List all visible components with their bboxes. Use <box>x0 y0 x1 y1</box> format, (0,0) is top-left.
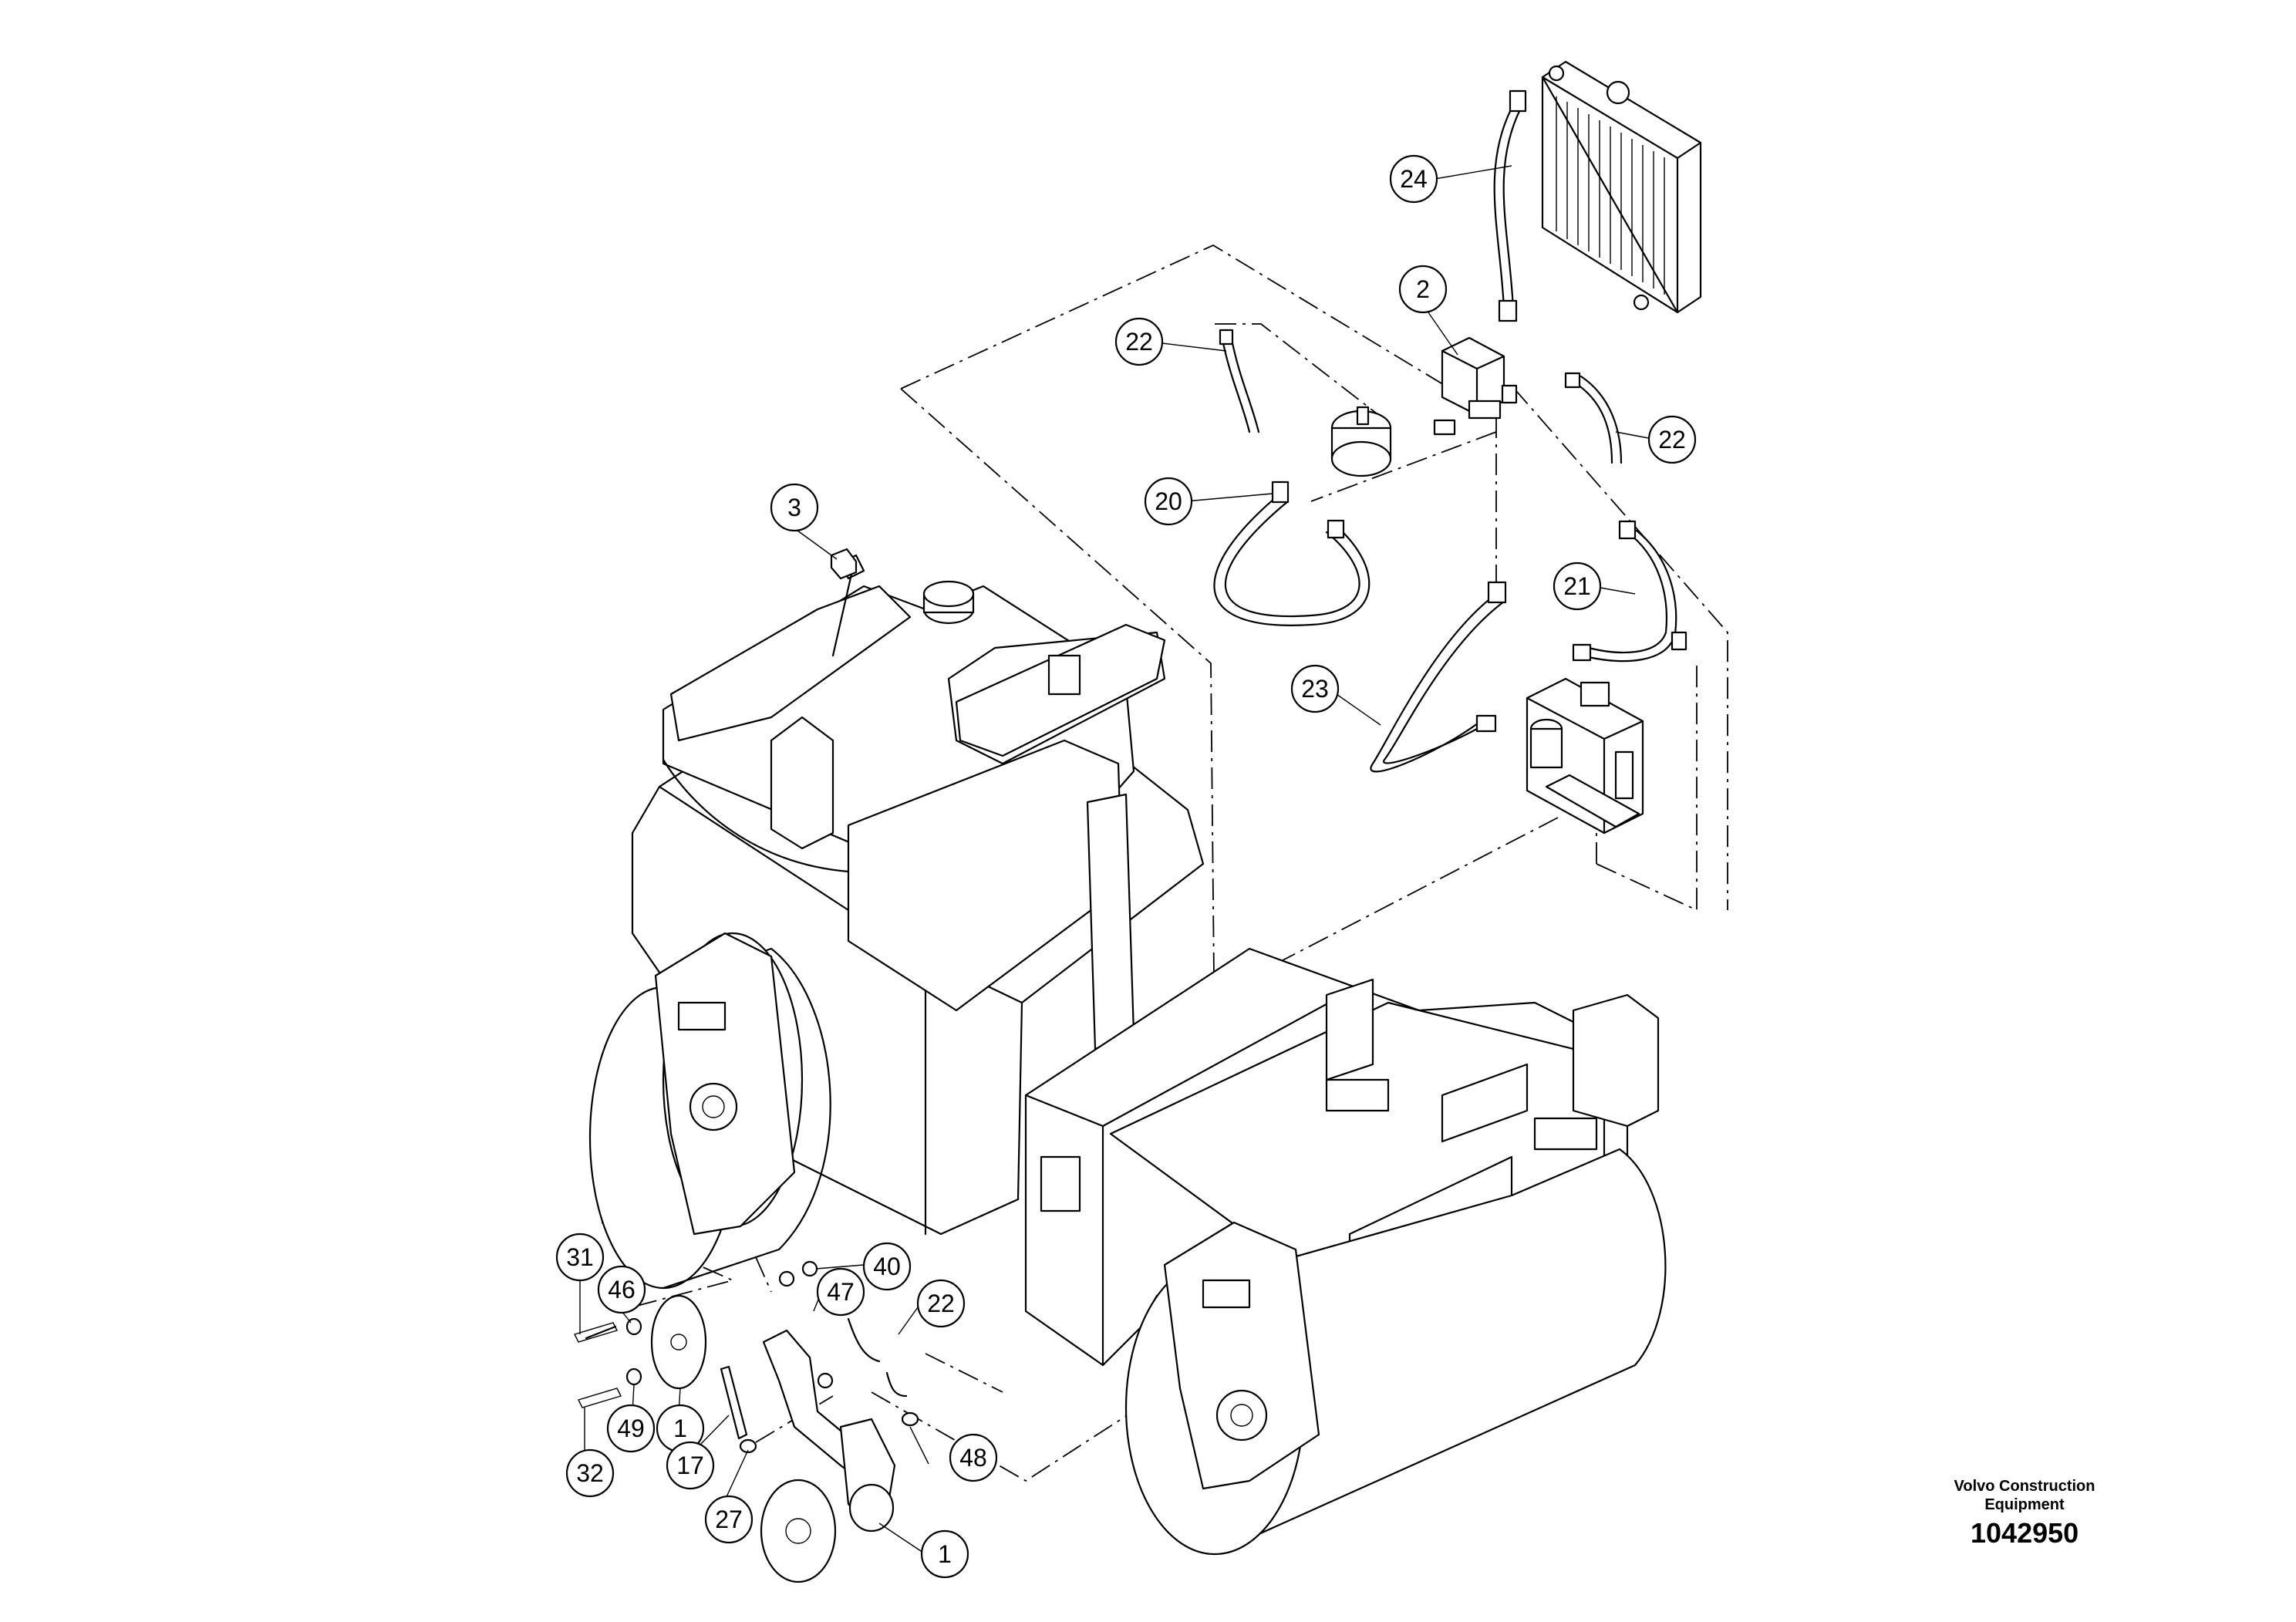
valve-assembly <box>1526 677 1644 835</box>
callout-21: 21 <box>1553 561 1602 611</box>
callout-2: 2 <box>1398 265 1448 314</box>
callout-circle <box>666 1441 715 1490</box>
callout-number: 47 <box>827 1278 855 1306</box>
loose-hardware <box>574 1260 919 1583</box>
document-number: 1042950 <box>1971 1517 2079 1549</box>
callout-number: 31 <box>566 1243 594 1271</box>
callout-circle <box>1389 154 1438 204</box>
callout-number: 17 <box>676 1452 704 1479</box>
part-3-cap <box>830 548 858 580</box>
callout-circle <box>816 1267 865 1317</box>
callout-22: 22 <box>916 1279 966 1328</box>
callout-46: 46 <box>597 1265 646 1314</box>
callout-circle <box>1114 317 1164 366</box>
callout-number: 2 <box>1416 275 1430 303</box>
callout-number: 46 <box>608 1276 636 1303</box>
callout-17: 17 <box>666 1441 715 1490</box>
callout-circle <box>555 1233 605 1282</box>
callout-3: 3 <box>770 483 819 532</box>
callout-49: 49 <box>606 1404 656 1453</box>
front-drum <box>1124 1148 1667 1556</box>
callout-circle <box>565 1448 615 1498</box>
callout-number: 1 <box>938 1540 952 1568</box>
callout-31: 31 <box>555 1233 605 1282</box>
callout-circle <box>704 1495 754 1544</box>
callout-22: 22 <box>1647 415 1697 464</box>
callout-number: 22 <box>1658 426 1686 454</box>
callout-circle <box>949 1433 998 1482</box>
callout-circle <box>1553 561 1602 611</box>
callout-number: 23 <box>1301 675 1329 703</box>
callout-circle <box>862 1242 912 1291</box>
hose-20 <box>1213 481 1371 626</box>
callout-circle <box>1144 477 1193 526</box>
callout-number: 32 <box>576 1459 604 1487</box>
callout-circle <box>1647 415 1697 464</box>
callout-number: 24 <box>1400 165 1428 193</box>
hose-21 <box>1572 520 1687 663</box>
valve-block-2 <box>1433 336 1518 436</box>
callout-22: 22 <box>1114 317 1164 366</box>
callout-23: 23 <box>1290 664 1340 713</box>
callout-32: 32 <box>565 1448 615 1498</box>
callout-1: 1 <box>656 1404 705 1453</box>
callout-number: 3 <box>787 494 801 521</box>
callout-47: 47 <box>816 1267 865 1317</box>
callout-circle <box>1290 664 1340 713</box>
callout-circle <box>606 1404 656 1453</box>
callout-27: 27 <box>704 1495 754 1544</box>
brand-label: Volvo Construction Equipment <box>1940 1477 2109 1514</box>
oil-cooler <box>1541 60 1702 314</box>
callout-20: 20 <box>1144 477 1193 526</box>
brand-line-1: Volvo Construction <box>1954 1478 2095 1495</box>
callout-circle <box>597 1265 646 1314</box>
callout-number: 49 <box>617 1415 645 1442</box>
callout-24: 24 <box>1389 154 1438 204</box>
callout-circle <box>1398 265 1448 314</box>
brand-line-2: Equipment <box>1984 1496 2065 1513</box>
callout-number: 48 <box>959 1444 987 1472</box>
hose-22-upper-left <box>1219 329 1260 433</box>
callout-number: 27 <box>715 1506 743 1533</box>
callout-circle <box>916 1279 966 1328</box>
rear-drum <box>588 932 831 1290</box>
filter-20 <box>1330 406 1392 477</box>
callout-number: 22 <box>1125 328 1153 356</box>
hose-24 <box>1493 89 1527 322</box>
callout-1: 1 <box>920 1529 969 1579</box>
callout-number: 21 <box>1563 572 1591 600</box>
callout-number: 1 <box>673 1415 687 1442</box>
callout-40: 40 <box>862 1242 912 1291</box>
callout-number: 40 <box>873 1253 901 1280</box>
callout-number: 20 <box>1155 487 1182 515</box>
callout-circle <box>920 1529 969 1579</box>
callout-circle <box>770 483 819 532</box>
callout-number: 22 <box>927 1290 955 1317</box>
hose-22-upper-right <box>1564 372 1623 464</box>
hose-23 <box>1370 581 1507 773</box>
callout-48: 48 <box>949 1433 998 1482</box>
